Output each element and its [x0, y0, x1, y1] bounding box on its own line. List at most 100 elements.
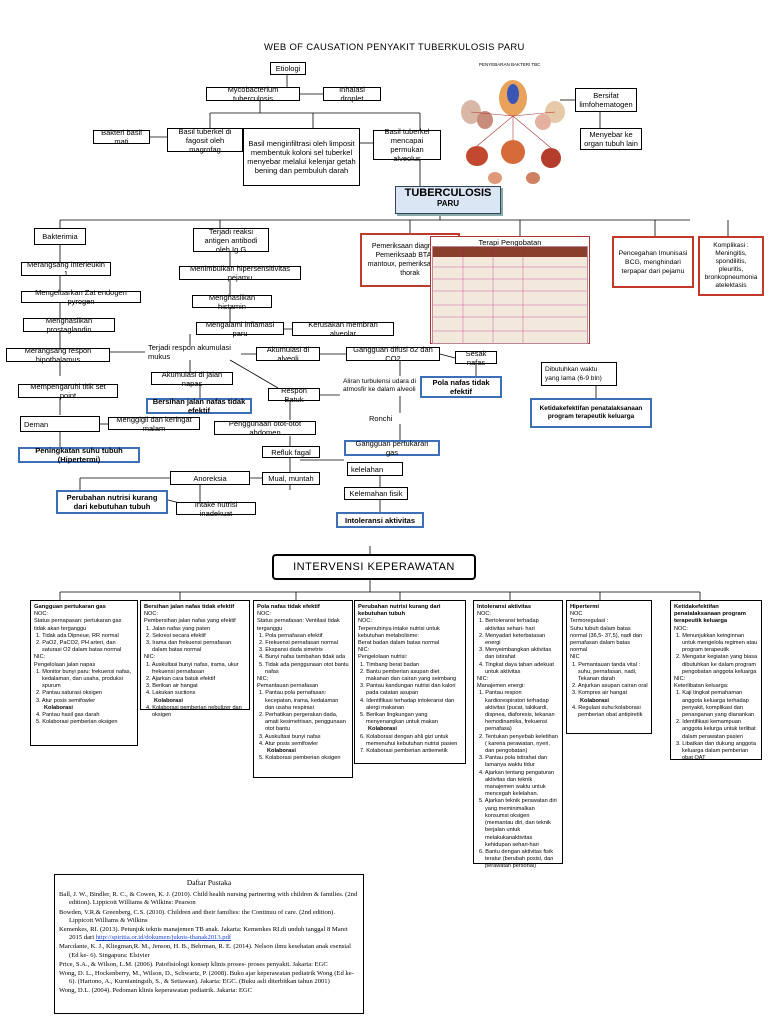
- column-line: Terpenuhinya intake nutrisi untuk kebutu…: [358, 625, 440, 639]
- intervention-column: Perubahan nutrisi kurang dari kebutuhan …: [354, 600, 466, 764]
- column-line: 3. Pantau pola istirahat dan lamanya wak…: [479, 755, 548, 769]
- column-line: 3. Auskultasi bunyi nafas: [259, 733, 321, 740]
- column-line: 1. Auskultasi bunyi nafas, irama, ukur f…: [146, 661, 239, 675]
- column-line: 1. Pantau pola pernafasan: kecepatan, ir…: [259, 690, 339, 711]
- column-line: 1. Pola pernafasan efektif: [259, 632, 323, 639]
- node-pencegahan: Pencegahan Imunisasi BCG, menghindari te…: [612, 236, 694, 288]
- column-line: NIC:: [674, 676, 686, 683]
- node-menyebar: Menyebar ke organ tubuh lain: [580, 128, 642, 150]
- column-line: NOC:: [674, 625, 688, 632]
- reference-link[interactable]: http://spiritia.or.id/dokumen/juknis-tba…: [95, 934, 232, 942]
- column-line: 4. Bunyi nafas tambahan tidak ada: [259, 654, 346, 661]
- column-line: 2. Perhatikan pergerakan dada, amati kes…: [259, 712, 346, 733]
- node-pyrogen: Mengeluarkan Zat endogen pyrogen: [21, 288, 141, 306]
- node-bakterimia: Bakterimia: [34, 228, 86, 245]
- reference-item: Wong, D.L. (2004). Pedoman klinis kepera…: [59, 987, 253, 995]
- node-bakteri-mati: Bakteri basil mati: [93, 128, 150, 146]
- column-line: 2. PaO2, PaCO2, PH arteri, dan saturasi …: [36, 640, 122, 654]
- tb-title: TUBERCULOSIS: [404, 187, 492, 199]
- node-hipothalamus: Merangsang respon hipothalamus: [6, 346, 110, 364]
- column-line: Pengelolaan jalan napas: [34, 661, 96, 668]
- diagnosis-pola-nafas: Pola nafas tidak efektif: [420, 376, 502, 398]
- column-line: 3. Atur posis semifowler: [36, 697, 96, 704]
- column-line: Kolaborasi: [44, 704, 73, 711]
- node-interleukin: Merangsang interleukin 1: [21, 260, 111, 278]
- column-line: 2. Tentukan penyebab keletihan ( karena …: [479, 733, 558, 755]
- tuberculosis-banner: TUBERCULOSIS PARU: [395, 186, 501, 214]
- column-line: 2. Menyadari keterbatasan energi: [479, 632, 546, 647]
- column-title: Intoleransi aktivitas: [477, 604, 532, 610]
- node-turbulensi: Aliran turbulensi udara di atmosfir ke d…: [340, 376, 426, 396]
- column-line: 4. Tingkat daya tahan adekuat untuk akti…: [479, 661, 554, 675]
- node-set-point: Mempengaruhi titik set point: [18, 382, 118, 400]
- column-line: 2. Pantau saturasi oksigen: [36, 690, 102, 697]
- column-line: NOC:: [34, 611, 48, 618]
- column-line: 1. Pantau respon kardiorespiratori terha…: [479, 690, 555, 733]
- node-prostaglandin: Menghasilkan prostaglandin: [23, 316, 115, 334]
- column-line: 4. Kolaborasi pemberian nebulizer dan ok…: [146, 704, 242, 719]
- node-mycobacterium: Mycobacterium tuberculosis: [206, 85, 300, 103]
- column-line: 2. Bantu pemberian asupan diet makanan d…: [360, 668, 457, 683]
- node-inhalasi: Inhalasi droplet: [323, 85, 381, 103]
- column-line: NOC: [570, 611, 583, 618]
- diagnosis-bersihan: Bersihan jalan nafas tidak efektif: [146, 397, 252, 415]
- column-line: Pengelolaan nutrisi:: [358, 654, 408, 661]
- node-demam: Deman: [20, 416, 100, 432]
- node-anoreksia: Anoreksia: [170, 471, 250, 485]
- column-line: 3. Pantau kandungan nutrisi dan kalori p…: [360, 683, 456, 697]
- column-line: Pemantauan pernafasan: [257, 683, 319, 690]
- column-line: 4. Regulasi suhu:kolaborasi pemberian ob…: [572, 704, 643, 719]
- column-line: 2. Identifikasi kemampuan anggota kelurg…: [676, 719, 756, 740]
- reference-item: Marcdante, K. J., Kliegman,R. M., Jenson…: [59, 943, 351, 959]
- column-line: Status pernafasan: Ventilasi tidak terga…: [257, 618, 340, 632]
- diagnosis-hipertermi: Peningkatan suhu tubuh (Hipertermi): [18, 446, 140, 464]
- column-line: 3. Kompres air hangat: [572, 690, 628, 697]
- therapy-table-image: [432, 246, 588, 344]
- reference-item: Ball, J. W., Bindler, R. C., & Cowen, K.…: [59, 891, 358, 907]
- node-intake: Intake nutrisi inadekuat: [176, 500, 256, 518]
- node-histamin: Menghasilkan histamin: [192, 293, 272, 311]
- column-title: Bersihan jalan nafas tidak efektif: [144, 604, 235, 610]
- column-line: 6. Kolaborasi dengan ahli gizi untuk mem…: [360, 733, 458, 747]
- column-line: 5. Kolaborasi pemberian oksigen: [36, 719, 118, 726]
- column-line: Kolaborasi: [580, 697, 609, 704]
- body-organs-icon: [461, 80, 565, 184]
- column-line: 2. Frekuensi pernafasan normal: [259, 640, 338, 647]
- node-kelelahan: kelelahan: [347, 462, 403, 476]
- column-line: 3. Berikan air hangat: [146, 683, 198, 690]
- column-title: Gangguan pertukaran gas: [34, 604, 106, 610]
- column-line: 2. Sekresi secara efektif: [146, 632, 206, 639]
- column-line: 4. Atur posis semifowler: [259, 740, 319, 747]
- column-line: 2. Ajarkan cara batuk efektif: [146, 676, 216, 683]
- node-respon-batuk: Respon Batuk: [268, 386, 320, 404]
- reference-item: Wong, D. L., Hockenberry, M., Wilson, D.…: [59, 970, 354, 986]
- column-line: 4. Identifikasi terhadap intoleransi dan…: [360, 697, 455, 711]
- column-line: 5. Tidak ada penggunaan otot bantu nafas: [259, 661, 349, 675]
- column-line: 7. Kolaborasi pemberian antiemetik: [360, 748, 448, 755]
- node-waktu: Dibutuhkan waktu yang lama (6-9 bln): [541, 362, 617, 386]
- column-line: NIC: [570, 654, 580, 661]
- references: Daftar Pustaka Ball, J. W., Bindler, R. …: [54, 874, 364, 1014]
- node-kerusakan: Kerusakan membran alveolar: [292, 320, 394, 338]
- reference-item: Price, S.A., & Wilson, L.M. (2006). Pato…: [59, 960, 328, 968]
- column-title: Ketidakefektifan penatalaksanaan program…: [674, 604, 746, 625]
- node-kelemahan: Kelemahan fisik: [344, 487, 408, 500]
- intervensi-title: INTERVENSI KEPERAWATAN: [272, 554, 476, 580]
- column-line: Kolaborasi: [368, 726, 397, 733]
- column-line: Kolaborasi: [154, 697, 183, 704]
- column-line: 1. Pemantauan tanda vital : suhu, pernaf…: [572, 661, 641, 683]
- column-line: 2. Anjurkan asupan cairan oral: [572, 683, 648, 690]
- node-akumulasi-mukus: Terjadi respon akumulasi mukus: [145, 343, 241, 361]
- node-fagosit: Basil tuberkel di fagosit oleh magrofag: [167, 127, 243, 154]
- column-line: 6. Bantu dengan aktivitas fisik teratur …: [479, 848, 554, 870]
- column-line: 1. Kaji tingkat pemahaman anggota keluar…: [676, 690, 755, 719]
- column-line: NOC:: [358, 618, 372, 625]
- reference-item: Bowden, V.R.& Greenberg, C.S. (2010). Ch…: [59, 908, 335, 924]
- column-line: Status pernapasan: pertukaran gas tidak …: [34, 618, 122, 632]
- node-akumulasi-napas: Akumulasi di jalan napas: [151, 370, 233, 388]
- reference-text: Kemenkes, RI. (2013). Petunjuk teknis ma…: [59, 926, 348, 942]
- node-menggigil: Menggigil dan keringat malam: [108, 415, 200, 433]
